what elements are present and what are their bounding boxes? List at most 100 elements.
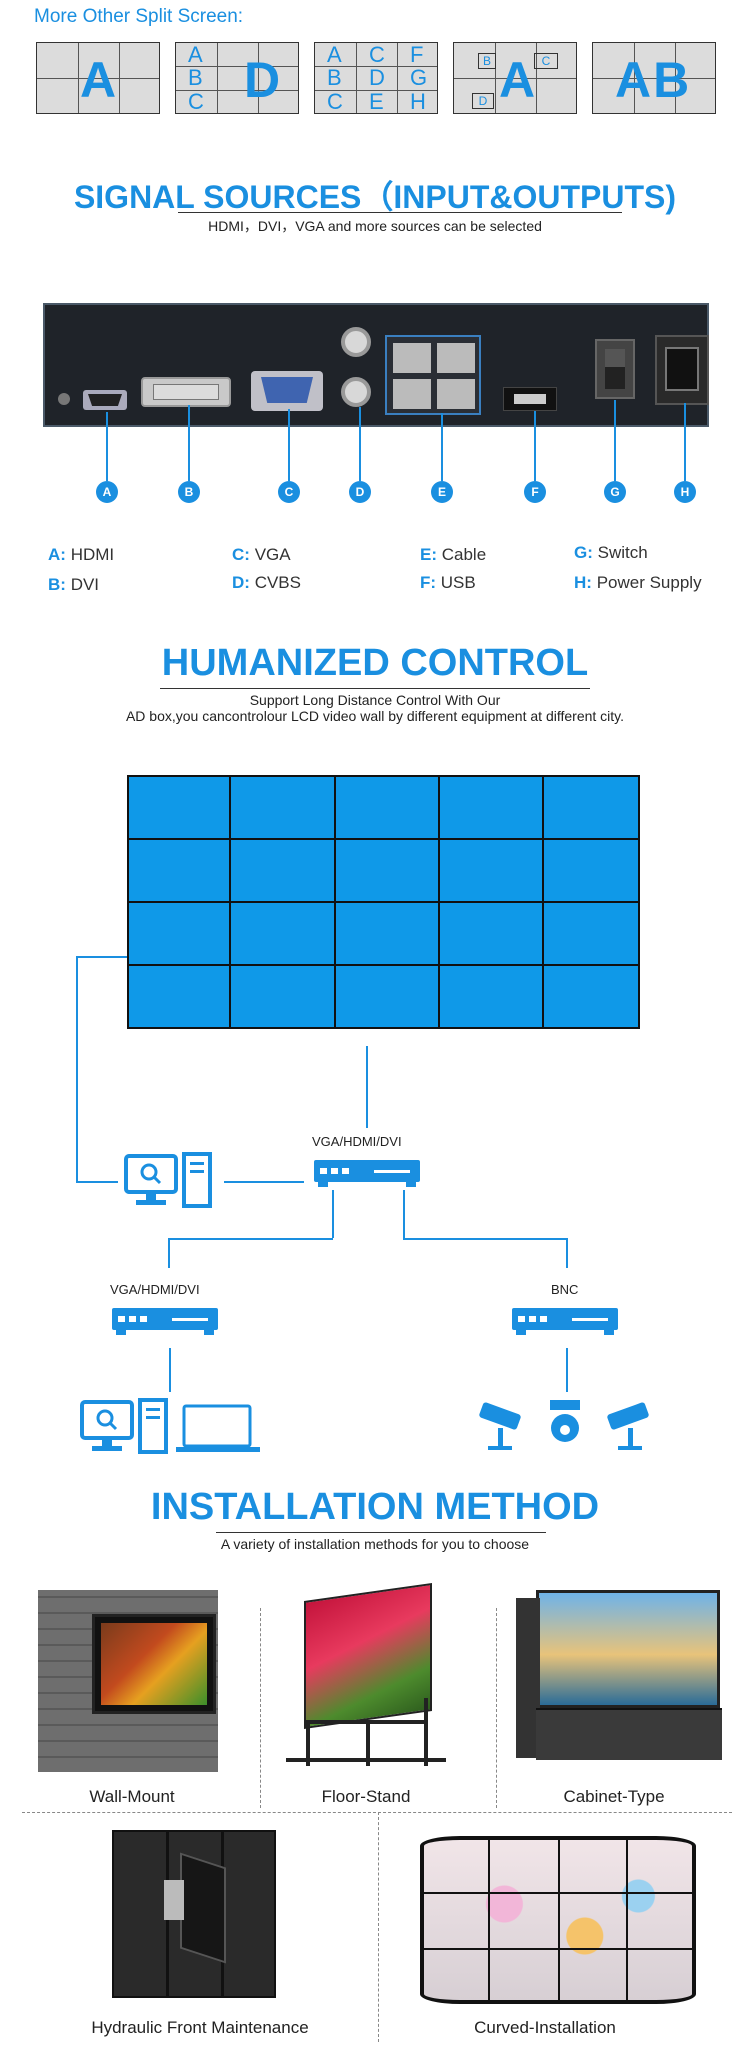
signal-title-underline [178, 212, 622, 213]
port-line-d [359, 407, 361, 481]
legend-cable: E: Cable [420, 545, 487, 564]
divider [378, 1812, 379, 2042]
split-layout-3-cell: D [369, 65, 385, 90]
split-layout-5-label: AB [615, 52, 692, 108]
port-marker-g: G [604, 481, 626, 503]
curved-installation-image [420, 1832, 696, 2012]
split-layout-4-mini-b: B [478, 53, 496, 69]
video-wall-grid [127, 775, 640, 1029]
split-layout-1-label: A [80, 52, 117, 108]
split-layout-4-mini-c: C [534, 53, 558, 69]
split-layout-4-mini-d: D [472, 93, 494, 109]
install-subtitle: A variety of installation methods for yo… [220, 1536, 530, 1552]
split-layout-3-cell: G [410, 65, 428, 90]
divider [260, 1608, 261, 1808]
hydraulic-front-maintenance-image [104, 1830, 294, 2010]
port-marker-e: E [431, 481, 453, 503]
split-layout-4: B C D A [453, 42, 577, 114]
signal-subtitle: HDMI，DVI，VGA and more sources can be sel… [208, 218, 542, 234]
split-layout-2-big: D [244, 52, 281, 108]
split-layout-2-b: B [188, 65, 203, 90]
port-marker-f: F [524, 481, 546, 503]
port-line-e [441, 413, 443, 481]
wire [76, 1181, 118, 1183]
split-layout-2: A B C D [175, 42, 299, 114]
wire [403, 1190, 405, 1238]
install-label-cabinet-type: Cabinet-Type [563, 1787, 665, 1806]
port-line-h [684, 403, 686, 481]
wall-mount-image [28, 1590, 250, 1780]
port-line-a [106, 412, 108, 481]
wire [566, 1348, 568, 1392]
split-layout-3-cell: H [410, 89, 426, 114]
ad-box-right-icon [512, 1308, 618, 1336]
split-layout-5: AB [592, 42, 716, 114]
ad-box-main-icon [314, 1160, 420, 1188]
split-layout-4-big: A [499, 52, 536, 108]
split-screen-title: More Other Split Screen: [34, 6, 244, 27]
wire [566, 1238, 568, 1268]
right-box-label: BNC [551, 1282, 579, 1297]
bnc-port-bottom [341, 377, 371, 407]
install-label-floor-stand: Floor-Stand [321, 1787, 411, 1806]
port-marker-d: D [349, 481, 371, 503]
split-layout-3-cell: B [327, 65, 342, 90]
device-back-panel [43, 303, 709, 427]
split-layout-2-a: A [188, 42, 203, 67]
control-title: HUMANIZED CONTROL [161, 642, 589, 684]
port-marker-c: C [278, 481, 300, 503]
install-title: INSTALLATION METHOD [150, 1486, 600, 1528]
port-marker-a: A [96, 481, 118, 503]
wire [76, 956, 127, 958]
wire [332, 1190, 334, 1238]
power-socket [655, 335, 709, 405]
dvi-port [141, 377, 231, 407]
main-box-label: VGA/HDMI/DVI [312, 1134, 402, 1149]
control-subtitle-2: AD box,you cancontrolour LCD video wall … [125, 708, 625, 724]
control-subtitle-1: Support Long Distance Control With Our [249, 692, 501, 708]
hdmi-port [83, 390, 127, 410]
divider [22, 1812, 732, 1813]
install-label-curved: Curved-Installation [474, 2018, 616, 2037]
control-title-underline [160, 688, 590, 689]
legend-hdmi: A: HDMI [48, 545, 115, 564]
install-label-wall-mount: Wall-Mount [89, 1787, 175, 1806]
split-layout-3-cell: C [327, 89, 343, 114]
port-marker-b: B [178, 481, 200, 503]
divider [496, 1608, 497, 1808]
port-line-f [534, 411, 536, 481]
wire [168, 1238, 333, 1240]
split-layout-3-cell: E [369, 89, 384, 114]
signal-title: SIGNAL SOURCES（INPUT&OUTPUTS) [73, 179, 677, 215]
legend-power-supply: H: Power Supply [574, 573, 702, 592]
floor-stand-image [282, 1583, 458, 1778]
port-line-b [188, 405, 190, 481]
split-layout-2-c: C [188, 89, 204, 114]
wire [366, 1046, 368, 1128]
split-layout-3-cell: A [327, 42, 342, 67]
desktop-computer-icon [80, 1398, 172, 1456]
laptop-icon [176, 1404, 262, 1454]
wire [76, 956, 78, 1182]
desktop-computer-icon [124, 1152, 216, 1210]
legend-usb: F: USB [420, 573, 476, 592]
cabinet-type-image [516, 1588, 722, 1778]
usb-port [503, 387, 557, 411]
wire [168, 1238, 170, 1268]
legend-vga: C: VGA [232, 545, 291, 564]
vga-port [251, 371, 323, 411]
wire [403, 1238, 567, 1240]
power-switch [595, 339, 635, 399]
security-cameras-icon [478, 1394, 654, 1464]
port-marker-h: H [674, 481, 696, 503]
split-layout-3: A C F B D G C E H [314, 42, 438, 114]
legend-dvi: B: DVI [48, 575, 100, 594]
port-line-c [288, 409, 290, 481]
install-title-underline [216, 1532, 546, 1533]
legend-cvbs: D: CVBS [232, 573, 301, 592]
bnc-port-top [341, 327, 371, 357]
split-layout-1: A [36, 42, 160, 114]
wire [169, 1348, 171, 1392]
install-label-hydraulic: Hydraulic Front Maintenance [91, 2018, 309, 2037]
port-line-g [614, 400, 616, 481]
